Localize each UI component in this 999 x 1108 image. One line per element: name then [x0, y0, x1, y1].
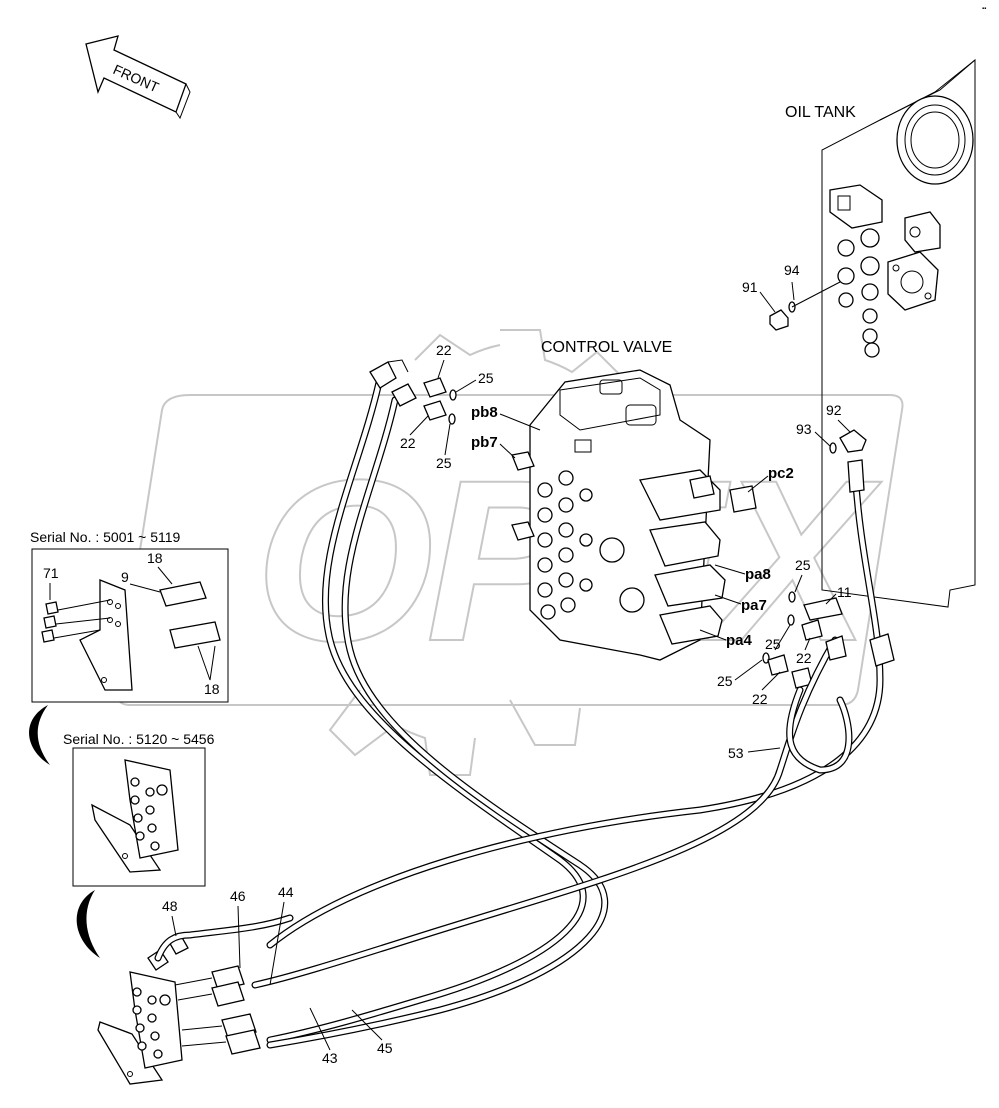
manifold-block [97, 933, 261, 1085]
control-valve-title: CONTROL VALVE [541, 339, 672, 356]
callout-25-pa8: 25 [795, 557, 811, 573]
corner-mark: ▪▪ [982, 6, 986, 12]
oil-tank: OIL TANK [785, 58, 976, 608]
hose-bundle-right [251, 459, 895, 989]
port-pb8: pb8 [471, 404, 498, 421]
port-pa7: pa7 [741, 597, 767, 614]
callout-22-pa4: 22 [752, 691, 768, 707]
callout-9: 9 [121, 569, 129, 585]
tank-flange [887, 251, 939, 311]
watermark-logo: OPEX [116, 329, 904, 776]
callout-44: 44 [278, 884, 294, 900]
callout-45: 45 [377, 1040, 393, 1056]
callout-43: 43 [322, 1050, 338, 1066]
callout-18-top: 18 [147, 550, 163, 566]
inset-serial-a-label: Serial No. : 5001 ~ 5119 [30, 529, 181, 545]
callout-18-bottom: 18 [204, 681, 220, 697]
elbow-92 [829, 429, 867, 454]
port-pb7: pb7 [471, 434, 498, 451]
callout-71: 71 [43, 565, 59, 581]
callout-11: 11 [837, 584, 852, 600]
port-pa4: pa4 [726, 632, 753, 649]
control-valve: CONTROL VALVE [511, 339, 757, 661]
callout-22-mid: 22 [400, 435, 416, 451]
inset-serial-b: Serial No. : 5120 ~ 5456 [63, 731, 215, 887]
inset-serial-b-label: Serial No. : 5120 ~ 5456 [63, 731, 215, 747]
callout-22-upper: 22 [436, 342, 452, 358]
inset-connector-b [76, 890, 100, 958]
hose-bundle-left [266, 359, 609, 1049]
callout-91: 91 [742, 279, 758, 295]
port-pa8: pa8 [745, 566, 771, 583]
fittings-upper [423, 377, 457, 425]
fittings-right [762, 591, 843, 689]
callout-94: 94 [784, 262, 800, 278]
callout-25-mid: 25 [436, 455, 452, 471]
valve-fittings [511, 451, 757, 541]
callout-92: 92 [826, 402, 842, 418]
front-direction-arrow: FRONT [85, 35, 191, 120]
callout-93: 93 [796, 421, 812, 437]
callout-53: 53 [728, 745, 744, 761]
inset-serial-a: Serial No. : 5001 ~ 5119 [30, 529, 229, 703]
callout-22-pa7: 22 [796, 650, 812, 666]
callout-48: 48 [162, 898, 178, 914]
callout-25-upper: 25 [478, 370, 494, 386]
callout-46: 46 [230, 888, 246, 904]
callout-25-pa4: 25 [717, 673, 733, 689]
port-pc2: pc2 [768, 465, 794, 482]
callout-25-pa7: 25 [765, 636, 781, 652]
plug-91 [769, 281, 841, 331]
valve-bolts [537, 470, 593, 620]
tank-bosses [837, 228, 880, 358]
inset-connector-a [29, 705, 50, 765]
oil-tank-title: OIL TANK [785, 104, 856, 121]
